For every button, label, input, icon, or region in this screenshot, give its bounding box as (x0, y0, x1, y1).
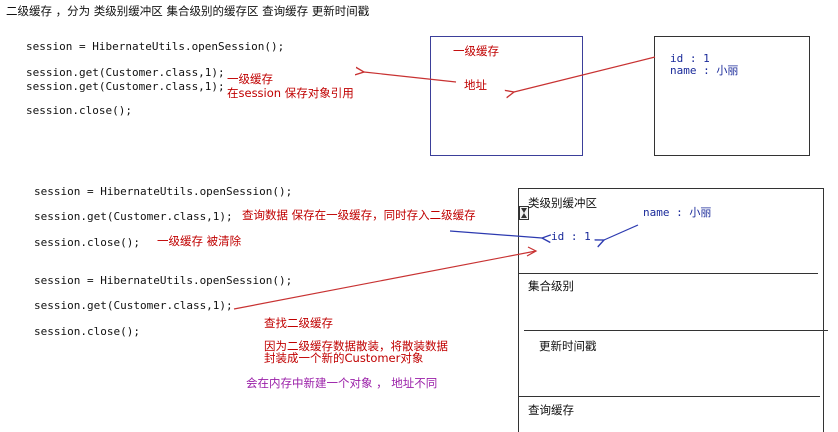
first-level-cache-note: 一级缓存 (227, 72, 273, 86)
code-line: session = HibernateUtils.openSession(); (26, 40, 285, 53)
code-line: session.close(); (26, 104, 132, 117)
cached-id-value: id : 1 (551, 230, 591, 243)
customer-object-box (654, 36, 810, 156)
hourglass-icon (519, 206, 529, 220)
object-to-address-arrow (514, 56, 656, 92)
code-line: session.close(); (34, 236, 140, 249)
query-to-id-arrow (449, 230, 542, 238)
code-line: session.close(); (34, 325, 140, 338)
scatter-note-line1: 因为二级缓存数据散装，将散装数据 (264, 339, 448, 353)
timestamp-cache-label: 更新时间戳 (539, 339, 597, 353)
code-line: session = HibernateUtils.openSession(); (34, 185, 293, 198)
collection-level-cache-label: 集合级别 (528, 279, 574, 293)
cache-cleared-note: 一级缓存 被清除 (157, 234, 242, 248)
cached-name-value: name : 小丽 (643, 206, 712, 219)
divider (518, 396, 820, 397)
second-level-cache-box (518, 188, 824, 432)
cache-box-label: 一级缓存 (453, 44, 499, 58)
address-label: 地址 (464, 78, 487, 92)
query-store-note: 查询数据 保存在一级缓存，同时存入二级缓存 (242, 208, 476, 222)
code-line: session.get(Customer.class,1); (26, 66, 225, 79)
query-cache-label: 查询缓存 (528, 403, 574, 417)
class-level-cache-label: 类级别缓冲区 (528, 196, 597, 210)
diagram-title: 二级缓存 ，分为 类级别缓冲区 集合级别的缓存区 查询缓存 更新时间戳 (6, 4, 370, 18)
get-to-cache-arrow (233, 250, 537, 310)
object-id: id : 1 (670, 52, 710, 65)
session-reference-note: 在session 保存对象引用 (227, 86, 354, 100)
code-line: session.get(Customer.class,1); (34, 299, 233, 312)
divider (518, 273, 818, 274)
scatter-note-line2: 封装成一个新的Customer对象 (264, 351, 424, 365)
first-level-cache-box (430, 36, 583, 156)
find-second-cache-note: 查找二级缓存 (264, 316, 333, 330)
object-name: name : 小丽 (670, 64, 739, 77)
address-to-note-arrow (364, 72, 457, 83)
code-line: session.get(Customer.class,1); (34, 210, 233, 223)
code-line: session = HibernateUtils.openSession(); (34, 274, 293, 287)
new-object-note: 会在内存中新建一个对象 ， 地址不同 (246, 376, 438, 390)
name-to-id-arrow (604, 224, 639, 240)
code-line: session.get(Customer.class,1); (26, 80, 225, 93)
divider (524, 330, 828, 331)
